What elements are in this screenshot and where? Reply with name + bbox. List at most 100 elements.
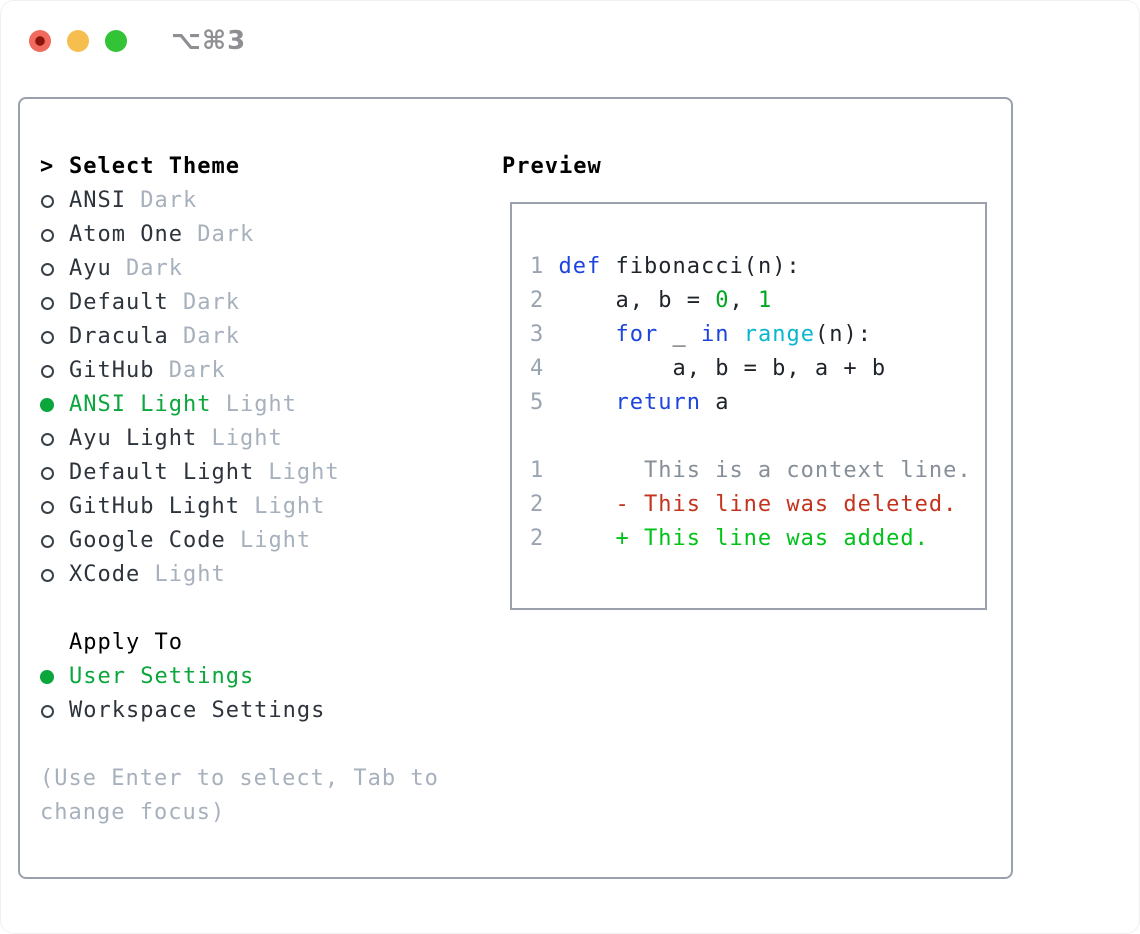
circle-glyph — [41, 296, 54, 310]
code-line: 4 a, b = b, a + b — [530, 352, 985, 386]
line-number: 1 — [530, 458, 559, 483]
diff-line-added: 2 + This line was added. — [530, 522, 985, 556]
theme-variant-tag: Dark — [111, 256, 183, 281]
code-token-plain — [559, 322, 616, 347]
apply-option-workspace-settings[interactable]: Workspace Settings — [40, 694, 482, 728]
line-number: 1 — [530, 254, 559, 279]
diff-text: + This line was added. — [558, 526, 929, 551]
circle-glyph — [40, 398, 54, 412]
apply-option-label: User Settings — [69, 664, 255, 689]
circle-glyph — [41, 364, 54, 378]
circle-glyph — [41, 330, 54, 344]
code-line: 2 a, b = 0, 1 — [530, 284, 985, 318]
theme-option-label: Default — [69, 290, 169, 315]
line-number: 5 — [530, 390, 559, 415]
titlebar: ⌥⌘3 — [29, 26, 246, 56]
diff-text: - This line was deleted. — [558, 492, 958, 517]
circle-glyph — [40, 670, 54, 684]
theme-option-dracula[interactable]: Dracula Dark — [40, 320, 482, 354]
zoom-button-icon[interactable] — [105, 30, 127, 52]
spacer — [40, 728, 482, 762]
apply-to-title: Apply To — [69, 630, 183, 655]
radio-icon — [40, 286, 69, 320]
code-token-keyword: def — [558, 254, 602, 279]
radio-icon — [40, 558, 69, 592]
theme-option-label: Ayu Light — [69, 426, 198, 451]
radio-icon — [40, 456, 69, 490]
code-token-number: 1 — [757, 288, 773, 313]
theme-option-ansi[interactable]: ANSI Dark — [40, 184, 482, 218]
diff-text: This is a context line. — [558, 458, 972, 483]
theme-option-ansi-light[interactable]: ANSI Light Light — [40, 388, 482, 422]
circle-glyph — [41, 466, 54, 480]
theme-option-atom-one[interactable]: Atom One Dark — [40, 218, 482, 252]
radio-icon — [40, 354, 69, 388]
radio-icon — [40, 184, 69, 218]
code-token-keyword: for — [615, 322, 659, 347]
code-token-number: 0 — [715, 288, 730, 313]
theme-option-ayu[interactable]: Ayu Dark — [40, 252, 482, 286]
theme-option-github-light[interactable]: GitHub Light Light — [40, 490, 482, 524]
theme-option-label: Atom One — [69, 222, 183, 247]
prompt-marker: > — [40, 150, 69, 184]
theme-variant-tag: Light — [140, 562, 226, 587]
theme-variant-tag: Dark — [168, 324, 240, 349]
circle-glyph — [41, 500, 54, 514]
circle-glyph — [41, 228, 54, 242]
radio-icon — [40, 252, 69, 286]
diff-preview: 1 This is a context line. 2 - This line w… — [530, 454, 985, 556]
keyboard-hint: (Use Enter to select, Tab to change focu… — [40, 766, 439, 825]
radio-selected-icon — [40, 660, 69, 694]
theme-option-default-light[interactable]: Default Light Light — [40, 456, 482, 490]
line-number: 4 — [530, 356, 559, 381]
theme-option-label: ANSI — [69, 188, 126, 213]
line-number: 2 — [530, 492, 559, 517]
theme-variant-tag: Dark — [125, 188, 198, 213]
theme-option-label: Dracula — [69, 324, 169, 349]
select-theme-header: > Select Theme — [40, 150, 482, 184]
theme-option-google-code[interactable]: Google Code Light — [40, 524, 482, 558]
theme-option-label: Default Light — [69, 460, 255, 485]
apply-to-header: Apply To — [40, 626, 482, 660]
spacer — [40, 592, 482, 626]
theme-variant-tag: Light — [225, 528, 312, 553]
diff-line-deleted: 2 - This line was deleted. — [530, 488, 985, 522]
theme-variant-tag: Dark — [154, 358, 226, 383]
code-token-plain — [729, 322, 743, 347]
circle-glyph — [41, 568, 54, 582]
apply-option-label: Workspace Settings — [69, 698, 326, 723]
code-token-plain: (n): — [814, 322, 872, 347]
code-token-keyword: return — [615, 390, 701, 415]
apply-option-user-settings[interactable]: User Settings — [40, 660, 482, 694]
radio-icon — [40, 422, 69, 456]
code-token-plain: a — [700, 390, 730, 415]
circle-glyph — [41, 194, 54, 208]
theme-option-xcode[interactable]: XCode Light — [40, 558, 482, 592]
theme-variant-tag: Light — [254, 460, 340, 485]
theme-variant-tag: Light — [197, 426, 283, 451]
theme-option-default[interactable]: Default Dark — [40, 286, 482, 320]
theme-option-github[interactable]: GitHub Dark — [40, 354, 482, 388]
theme-variant-tag: Dark — [168, 290, 240, 315]
code-token-plain: fibonacci(n): — [601, 254, 801, 279]
theme-variant-tag: Light — [211, 392, 297, 417]
radio-icon — [40, 490, 69, 524]
line-number: 2 — [530, 526, 559, 551]
blank-line — [530, 420, 985, 454]
apply-to-marker — [40, 626, 69, 660]
minimize-button-icon[interactable] — [67, 30, 89, 52]
code-token-plain: , — [729, 288, 758, 313]
radio-icon — [40, 218, 69, 252]
code-token-plain: _ — [658, 322, 701, 347]
theme-option-label: XCode — [69, 562, 141, 587]
close-button-icon[interactable] — [29, 30, 51, 52]
code-token-builtin: range — [743, 322, 815, 347]
theme-option-ayu-light[interactable]: Ayu Light Light — [40, 422, 482, 456]
line-number: 2 — [530, 288, 559, 313]
preview-title: Preview — [502, 154, 602, 179]
radio-icon — [40, 320, 69, 354]
